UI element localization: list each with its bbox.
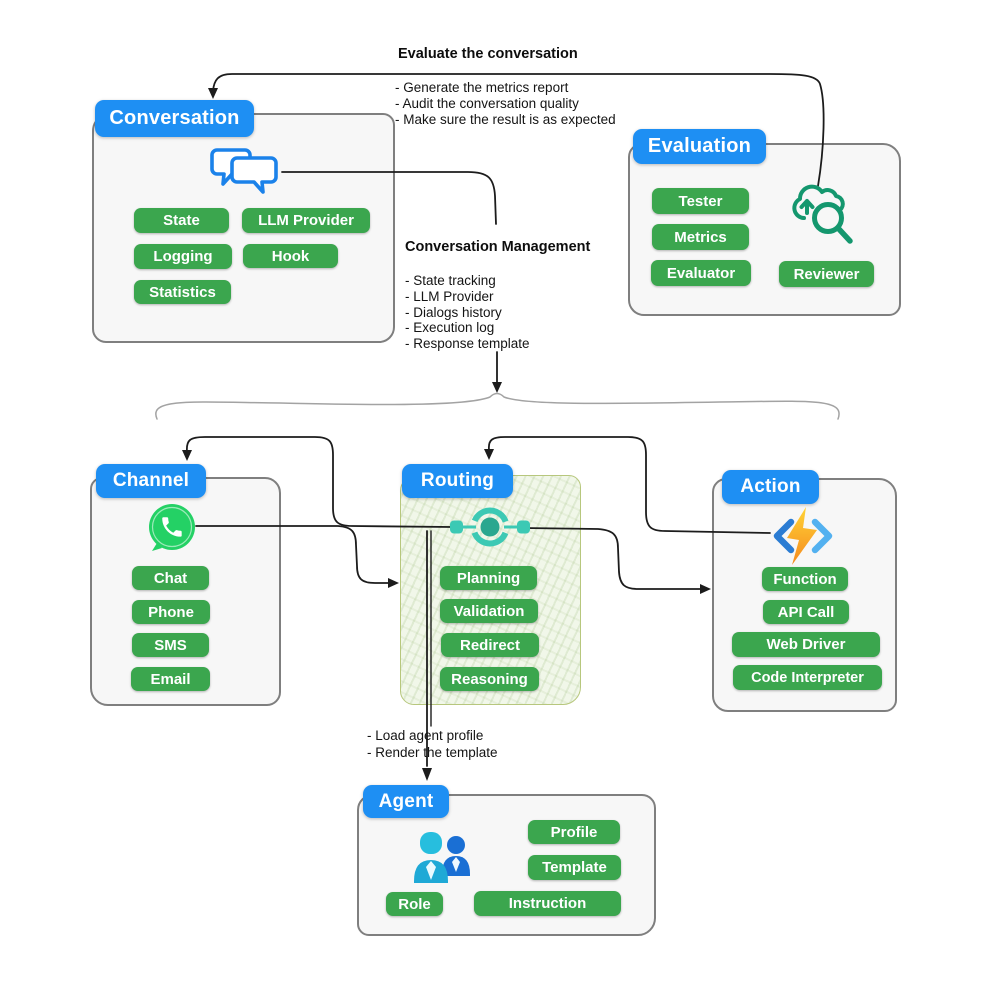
arrowhead-into-action-box — [700, 584, 711, 594]
tag-reasoning: Reasoning — [440, 667, 539, 691]
channel-header: Channel — [96, 464, 206, 498]
tag-web-driver: Web Driver — [732, 632, 880, 657]
tag-validation: Validation — [440, 599, 538, 623]
arrowhead-into-channel — [182, 450, 192, 461]
arrowhead-into-conversation — [208, 88, 218, 99]
routing-header: Routing — [402, 464, 513, 498]
tag-metrics: Metrics — [652, 224, 749, 250]
tag-function: Function — [762, 567, 848, 591]
azure-function-icon — [770, 505, 836, 567]
tag-redirect: Redirect — [441, 633, 539, 657]
note-line: - Audit the conversation quality — [395, 95, 579, 111]
arrowhead-into-brace — [492, 382, 502, 393]
tag-reviewer: Reviewer — [779, 261, 874, 287]
note-line: - Render the template — [367, 744, 498, 760]
note-line: - State tracking — [405, 273, 496, 288]
note-line: - Response template — [405, 336, 530, 352]
tag-profile: Profile — [528, 820, 620, 844]
tag-code-interpreter: Code Interpreter — [733, 665, 882, 690]
tag-instruction: Instruction — [474, 891, 621, 916]
arrowhead-into-routing — [484, 449, 494, 460]
fanout-brace — [155, 392, 840, 420]
tag-role: Role — [386, 892, 443, 916]
conversation-header: Conversation — [95, 100, 254, 137]
arrowhead-into-agent — [422, 768, 432, 781]
whatsapp-icon — [146, 501, 198, 553]
tag-phone: Phone — [132, 600, 210, 624]
note-line: - LLM Provider — [405, 288, 494, 304]
tag-state: State — [134, 208, 229, 233]
tag-evaluator: Evaluator — [651, 260, 751, 286]
management-note-title: Conversation Management — [405, 239, 591, 255]
agent-header: Agent — [363, 785, 449, 818]
agent-note: - Load agent profile - Render the templa… — [367, 728, 498, 761]
arrowhead-into-routing-box — [388, 578, 399, 588]
tag-hook: Hook — [243, 244, 338, 268]
tag-chat: Chat — [132, 566, 209, 590]
note-line: - Dialogs history — [405, 304, 502, 320]
note-line: - Make sure the result is as expected — [395, 111, 616, 127]
tag-statistics: Statistics — [134, 280, 231, 304]
management-note: Conversation Management - State tracking… — [405, 239, 590, 352]
hub-icon — [450, 499, 530, 555]
tag-planning: Planning — [440, 566, 537, 590]
team-icon — [406, 830, 478, 884]
evaluate-note-items: - Generate the metrics report - Audit th… — [395, 80, 616, 127]
evaluation-header: Evaluation — [633, 129, 766, 164]
tag-template: Template — [528, 855, 621, 880]
chat-bubbles-icon — [209, 146, 285, 198]
tag-api-call: API Call — [763, 600, 849, 624]
tag-tester: Tester — [652, 188, 749, 214]
action-header: Action — [722, 470, 819, 504]
note-line: - Execution log — [405, 320, 495, 336]
cloud-search-icon — [788, 176, 860, 250]
tag-email: Email — [131, 667, 210, 691]
evaluate-note-title: Evaluate the conversation — [398, 46, 578, 62]
evaluate-note-title-block: Evaluate the conversation — [398, 46, 578, 62]
tag-sms: SMS — [132, 633, 209, 657]
tag-llm-provider: LLM Provider — [242, 208, 370, 233]
tag-logging: Logging — [134, 244, 232, 269]
note-line: - Generate the metrics report — [395, 80, 569, 95]
note-line: - Load agent profile — [367, 728, 484, 743]
